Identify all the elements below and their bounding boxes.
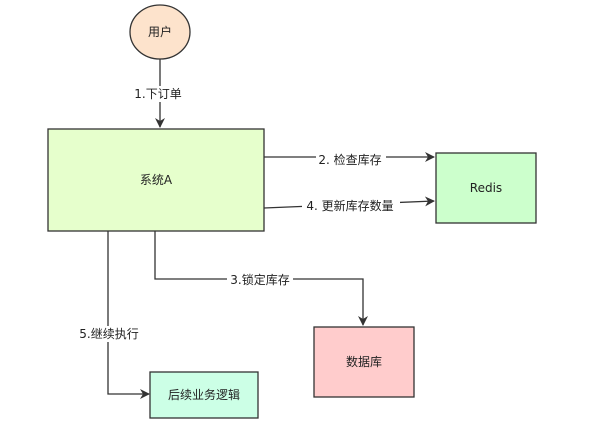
redis-label: Redis (470, 181, 502, 195)
followup-node (149, 371, 259, 419)
database-label: 数据库 (346, 354, 382, 369)
user-node (129, 4, 191, 60)
edge-label-lock-stock: 3.锁定库存 (230, 272, 289, 287)
followup-label: 后续业务逻辑 (168, 387, 240, 402)
system-a-node (47, 128, 265, 232)
edge-label-update-stock: 4. 更新库存数量 (306, 198, 393, 213)
edge-continue (107, 231, 150, 399)
user-label: 用户 (148, 24, 172, 39)
edge-label-check-stock: 2. 检查库存 (318, 152, 381, 167)
redis-node (435, 152, 537, 224)
system-a-label: 系统A (140, 173, 173, 187)
edge-label-continue: 5.继续执行 (79, 327, 138, 341)
edge-label-place-order: 1.下订单 (134, 87, 181, 101)
database-node (313, 326, 415, 398)
